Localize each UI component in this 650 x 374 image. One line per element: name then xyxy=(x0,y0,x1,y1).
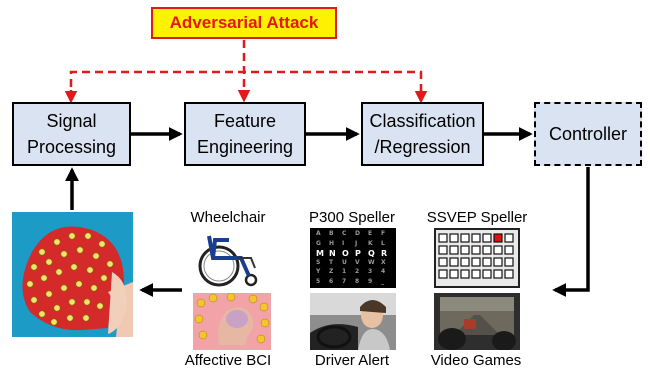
p300-cell: 3 xyxy=(368,268,373,275)
signal-processing-box: Signal Processing xyxy=(12,102,131,166)
p300-cell: G xyxy=(316,239,321,247)
p300-cell: 8 xyxy=(355,277,360,285)
p300-cell: T xyxy=(329,258,334,266)
driver-alert-image xyxy=(310,293,396,350)
p300-cell: B xyxy=(329,230,334,237)
p300-cell: R xyxy=(381,249,388,258)
p300-cell: 1 xyxy=(342,268,347,275)
p300-cell: 4 xyxy=(381,268,386,275)
p300-cell: 6 xyxy=(329,277,334,285)
p300-cell: L xyxy=(381,239,385,247)
p300-cell: _ xyxy=(381,277,384,285)
p300-cell: V xyxy=(355,258,360,266)
video-games-label: Video Games xyxy=(430,352,522,369)
wheelchair-label: Wheelchair xyxy=(190,209,266,226)
wheelchair-image xyxy=(193,228,263,288)
p300-cell: K xyxy=(368,239,373,247)
p300-cell: E xyxy=(368,230,373,237)
p300-cell: F xyxy=(381,230,386,237)
p300-cell: X xyxy=(381,258,386,266)
p300-cell: Y xyxy=(316,268,321,275)
affective-bci-image xyxy=(193,293,271,350)
p300-cell: I xyxy=(342,239,345,247)
p300-cell: M xyxy=(316,249,324,258)
adversarial-attack-box: Adversarial Attack xyxy=(151,7,337,39)
affective-bci-label: Affective BCI xyxy=(184,352,272,369)
p300-cell: 2 xyxy=(355,268,360,275)
p300-cell: N xyxy=(329,249,336,258)
p300-cell: 5 xyxy=(316,277,321,285)
ssvep-speller-image xyxy=(434,228,520,288)
p300-cell: U xyxy=(342,258,347,266)
p300-cell: H xyxy=(329,239,335,247)
p300-cell: O xyxy=(342,249,349,258)
p300-cell: S xyxy=(316,258,321,266)
p300-cell: Q xyxy=(368,249,375,258)
classification-regression-box: Classification /Regression xyxy=(361,102,484,166)
p300-cell: 7 xyxy=(342,277,347,285)
p300-cell: Z xyxy=(329,268,334,275)
p300-cell: J xyxy=(355,239,358,247)
video-games-image xyxy=(434,293,520,350)
attack-arrows xyxy=(64,40,428,104)
controller-box: Controller xyxy=(534,102,642,166)
p300-speller-label: P300 Speller xyxy=(309,209,395,226)
p300-cell: A xyxy=(316,230,321,237)
p300-cell: 9 xyxy=(368,277,373,285)
p300-cell: W xyxy=(368,258,375,266)
p300-cell: D xyxy=(355,230,360,237)
driver-alert-label: Driver Alert xyxy=(314,352,390,369)
p300-cell: P xyxy=(355,249,361,258)
ssvep-speller-label: SSVEP Speller xyxy=(426,209,528,226)
feature-engineering-box: Feature Engineering xyxy=(184,102,306,166)
p300-cell: C xyxy=(342,230,347,237)
pipeline-arrows xyxy=(65,127,590,297)
eeg-cap-image xyxy=(12,212,133,337)
